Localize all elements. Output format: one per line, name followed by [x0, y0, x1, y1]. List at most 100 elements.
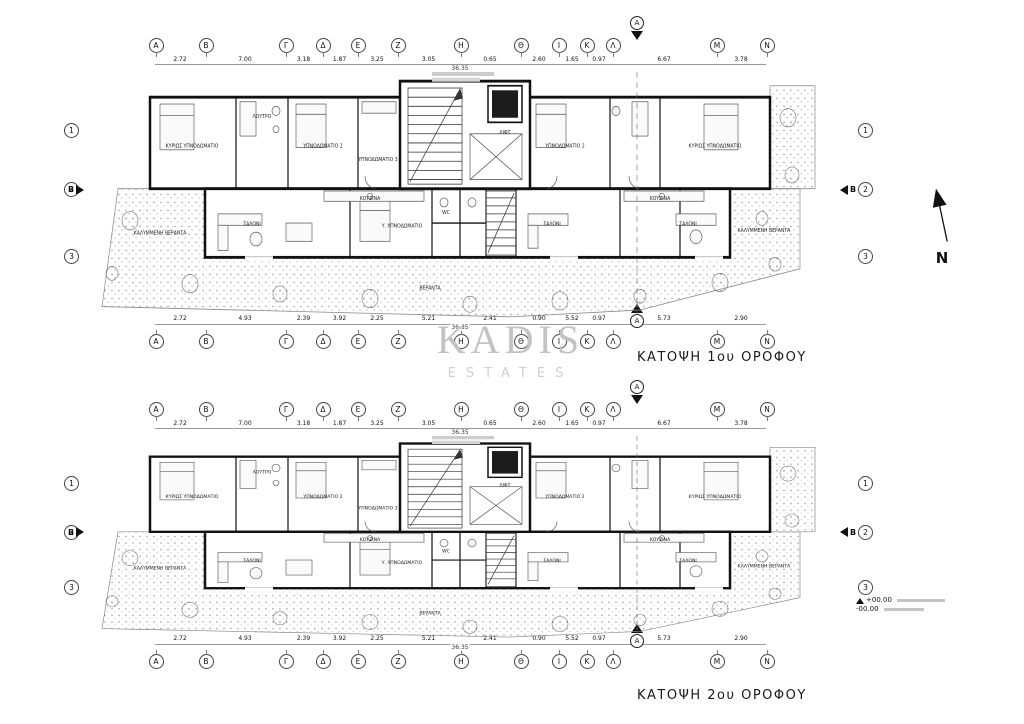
grid-letter-1: Α: [148, 330, 164, 349]
grid-letter-8: Θ: [513, 402, 529, 421]
dimension-label: 1.65: [564, 420, 580, 427]
grid-letter-13: Ν: [759, 330, 775, 349]
note-box: [432, 436, 494, 444]
grid-letter-4: Δ: [315, 650, 331, 669]
light-well: [469, 133, 523, 180]
dimension-label: 5.21: [420, 635, 437, 642]
dimension-label: 3.18: [295, 420, 312, 427]
dimension-total: 36.35: [450, 644, 470, 651]
stair-lower: [485, 533, 517, 587]
dimension-label: 2.41: [482, 315, 498, 322]
room-label: ΛΟΥΤΡΟ: [253, 470, 272, 476]
floor-plan-drawing: ΚΥΡΙΩΣ ΥΠΝΟΔΩΜΑΤΙΟ ΥΠΝΟΔΩΜΑΤΙΟ 2 ΥΠΝΟΔΩΜΑΤ…: [101, 436, 816, 638]
grid-letter-11: Λ: [605, 402, 621, 421]
dimension-label: 3.18: [295, 56, 312, 63]
dimension-label: 3.25: [369, 56, 385, 63]
dimension-label: 0.97: [591, 420, 607, 427]
dimension-label: 0.97: [591, 315, 607, 322]
grid-letter-3: Γ: [278, 650, 294, 669]
room-label: ΣΑΛΟΝΙ: [679, 558, 697, 564]
room-label: ΚΥΡΙΩΣ ΥΠΝΟΔΩΜΑΤΙΟ: [166, 494, 219, 500]
room-label: ΥΠΝΟΔΩΜΑΤΙΟ 3: [357, 157, 397, 163]
plan-caption-2: ΚΑΤΟΨΗ 2ου ΟΡΟΦΟΥ: [637, 688, 807, 703]
room-label: ΚΟΥΖΙΝΑ: [360, 537, 381, 543]
light-well: [469, 486, 523, 525]
room-label: ΚΑΛΥΜΜΕΝΗ ΒΕΡΑΝΤΑ: [134, 230, 187, 236]
room-label: ΛΙΦΤ: [500, 130, 512, 136]
grid-letter-6: Ζ: [390, 650, 406, 669]
dimension-label: 0.65: [482, 56, 498, 63]
grid-row-1: 1: [64, 476, 79, 492]
note-bar: [883, 608, 924, 611]
dimension-label: 3.25: [369, 420, 385, 427]
room-label: ΚΑΛΥΜΜΕΝΗ ΒΕΡΑΝΤΑ: [134, 566, 188, 572]
grid-letter-11: Λ: [605, 330, 621, 349]
level-marker-icon: [856, 597, 864, 604]
doors: [364, 521, 641, 533]
grid-letter-9: Ι: [551, 330, 567, 349]
furniture: [159, 101, 739, 251]
grid-letter-2: Β: [198, 402, 214, 421]
room-label: ΚΟΥΖΙΝΑ: [360, 196, 381, 202]
dimension-label: 2.60: [531, 420, 547, 427]
dimension-label: 2.72: [172, 315, 188, 322]
grid-letter-8: Θ: [513, 330, 529, 349]
dimension-label: 0.90: [531, 315, 547, 322]
room-label: ΥΠΝΟΔΩΜΑΤΙΟ 3: [357, 505, 397, 511]
dimension-label: 6.67: [656, 56, 672, 63]
grid-letter-10: Κ: [579, 650, 595, 669]
dimension-label: 2.25: [369, 315, 385, 322]
room-label: ΣΑΛΟΝΙ: [679, 221, 697, 227]
room-label: ΒΕΡΑΝΤΑ: [419, 611, 441, 617]
elevator: [487, 446, 523, 479]
grid-letter-9: Ι: [551, 402, 567, 421]
grid-letter-1: Α: [148, 38, 164, 57]
room-label: ΣΑΛΟΝΙ: [243, 221, 261, 227]
section-label: B: [68, 185, 75, 195]
section-marker-b-right: B: [840, 527, 857, 538]
room-label: WC: [442, 549, 450, 555]
dimension-label: 3.78: [733, 420, 749, 427]
dimension-label: 2.25: [369, 635, 385, 642]
grid-letter-9: Ι: [551, 650, 567, 669]
room-label: ΥΠΝΟΔΩΜΑΤΙΟ 2: [544, 494, 584, 500]
grid-letter-10: Κ: [579, 38, 595, 57]
grid-letter-11: Λ: [605, 650, 621, 669]
dimension-label: 2.90: [733, 635, 749, 642]
grid-letter-13: Ν: [759, 38, 775, 57]
room-label: Υ. ΥΠΝΟΔΩΜΑΤΙΟ: [381, 223, 423, 229]
dimension-label: 2.72: [172, 420, 188, 427]
dimension-label: 0.97: [591, 635, 607, 642]
dimension-label: 2.90: [733, 315, 749, 322]
section-label: A: [630, 16, 644, 30]
grid-letter-4: Δ: [315, 402, 331, 421]
dimension-label: 4.93: [237, 315, 253, 322]
room-label: Υ. ΥΠΝΟΔΩΜΑΤΙΟ: [381, 560, 423, 566]
grid-letter-3: Γ: [278, 402, 294, 421]
dimension-label: 5.73: [656, 315, 672, 322]
stair-lower: [485, 190, 517, 256]
section-marker-a-top: A: [628, 380, 646, 404]
section-label: B: [850, 527, 857, 537]
room-labels: ΚΥΡΙΩΣ ΥΠΝΟΔΩΜΑΤΙΟ ΥΠΝΟΔΩΜΑΤΙΟ 2 ΥΠΝΟΔΩΜΑΤ…: [134, 470, 792, 617]
grid-letter-1: Α: [148, 402, 164, 421]
section-label: A: [630, 380, 644, 394]
elevation-note: +00.00 -00.00: [856, 596, 945, 614]
grid-letter-7: Η: [453, 38, 469, 57]
room-label: ΚΥΡΙΩΣ ΥΠΝΟΔΩΜΑΤΙΟ: [689, 143, 742, 149]
room-label: ΒΕΡΑΝΤΑ: [419, 285, 441, 291]
grid-row-1: 1: [858, 122, 873, 138]
grid-letter-8: Θ: [513, 38, 529, 57]
note-box: [432, 72, 494, 82]
dimension-label: 2.39: [295, 635, 312, 642]
room-label: ΣΑΛΟΝΙ: [543, 558, 561, 564]
north-label: N: [935, 249, 949, 267]
